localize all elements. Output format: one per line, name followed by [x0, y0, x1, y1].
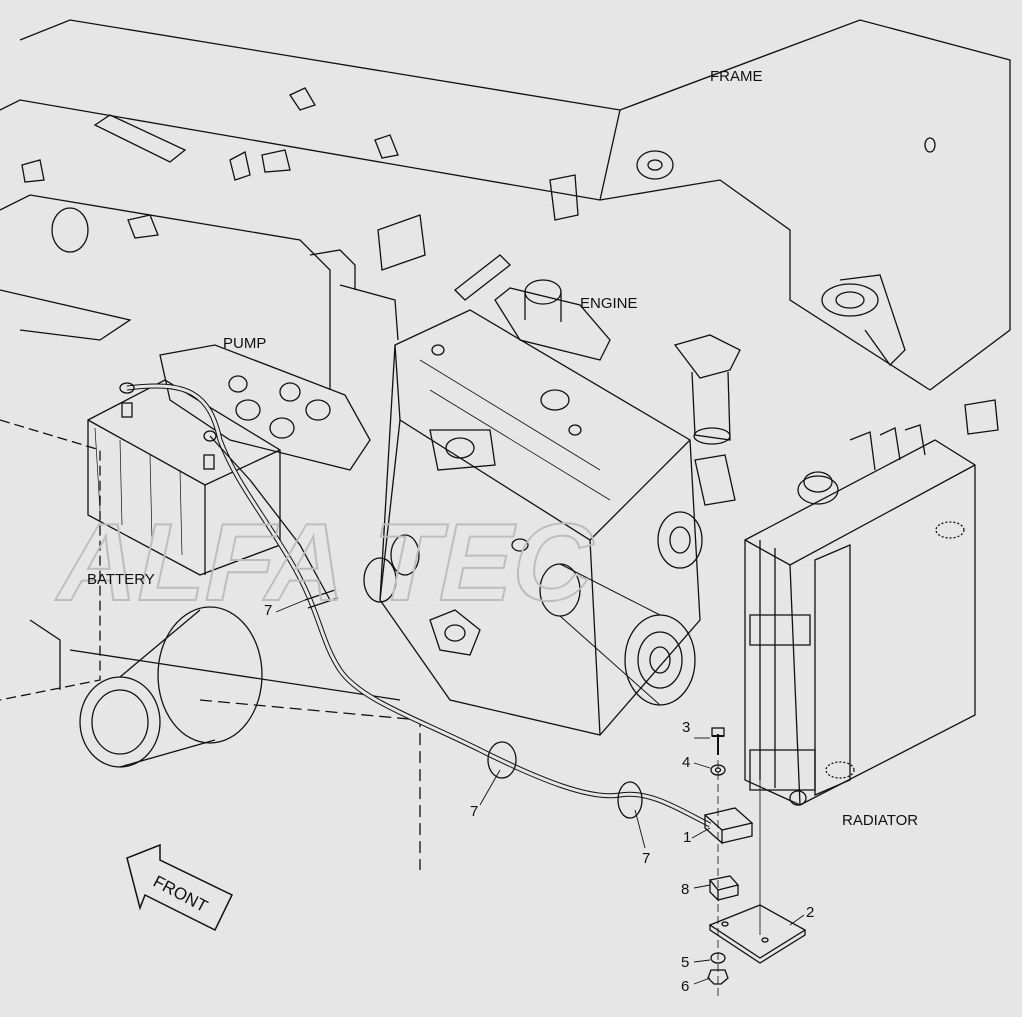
- pump-drawing: [159, 344, 371, 471]
- callout-8: 8: [681, 881, 690, 898]
- callout-7-middle: 7: [470, 803, 479, 820]
- front-arrow: FRONT: [126, 843, 234, 932]
- radiator-label: RADIATOR: [842, 812, 919, 829]
- battery-label: BATTERY: [87, 571, 155, 588]
- intake-cone-drawing: [79, 606, 263, 768]
- battery-cable-drawing: [119, 382, 712, 828]
- frame-label: FRAME: [710, 68, 763, 85]
- callout-6: 6: [681, 978, 690, 995]
- engine-drawing: [363, 279, 741, 736]
- callout-7-battery: 7: [264, 602, 273, 619]
- watermark: ALFA TEC: [47, 500, 607, 624]
- callout-7-right: 7: [642, 850, 651, 867]
- callout-1: 1: [683, 829, 692, 846]
- frame-drawing: [0, 19, 1011, 870]
- engine-label: ENGINE: [580, 295, 638, 312]
- pump-label: PUMP: [223, 335, 267, 352]
- radiator-drawing: [744, 424, 976, 806]
- callout-2: 2: [806, 904, 815, 921]
- callout-4: 4: [682, 754, 691, 771]
- callout-3: 3: [682, 719, 691, 736]
- hardware-parts-drawing: [703, 727, 807, 1000]
- leader-lines: [275, 599, 805, 985]
- callout-5: 5: [681, 954, 690, 971]
